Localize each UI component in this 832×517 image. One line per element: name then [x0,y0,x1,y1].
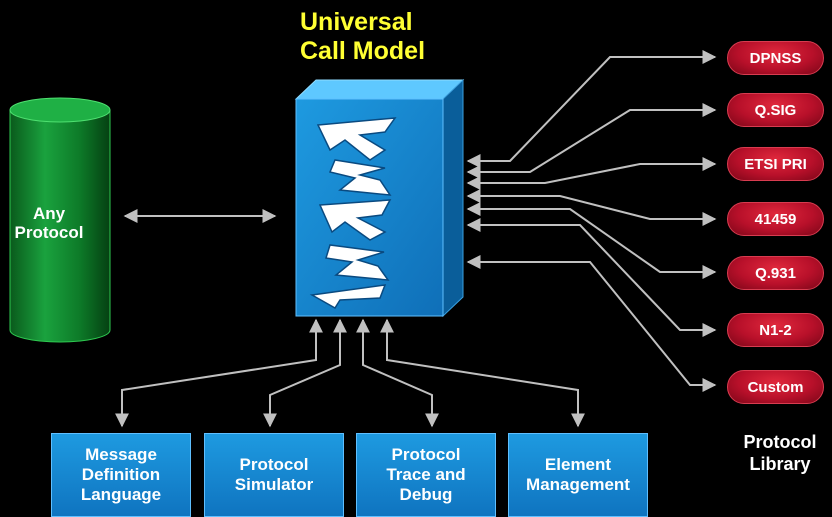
protocol-etsi-pri: ETSI PRI [727,147,824,181]
protocol-41459: 41459 [727,202,824,236]
any-protocol-line-2: Protocol [14,223,84,242]
protocol-dpnss: DPNSS [727,41,824,75]
tool-element-management: Element Management [508,433,648,517]
call-model-title: Universal Call Model [300,8,480,66]
tool-protocol-trace-debug: Protocol Trace and Debug [356,433,496,517]
protocol-cylinder [9,97,111,343]
title-line-2: Call Model [300,37,426,65]
any-protocol-line-1: Any [32,204,66,223]
tool-protocol-simulator: Protocol Simulator [204,433,344,517]
any-protocol-label: Any Protocol [14,204,84,242]
title-line-1: Universal [300,8,413,36]
call-model-box [294,78,465,318]
protocol-library-label: Protocol Library [743,432,817,474]
protocol-connectors [466,50,717,392]
tool-message-definition-language: Message Definition Language [51,433,191,517]
protocol-q931: Q.931 [727,256,824,290]
protocol-custom: Custom [727,370,824,404]
cycle-arrows-icon [309,117,397,310]
protocol-n1-2: N1-2 [727,313,824,347]
tool-connectors [115,318,585,428]
protocol-qsig: Q.SIG [727,93,824,127]
